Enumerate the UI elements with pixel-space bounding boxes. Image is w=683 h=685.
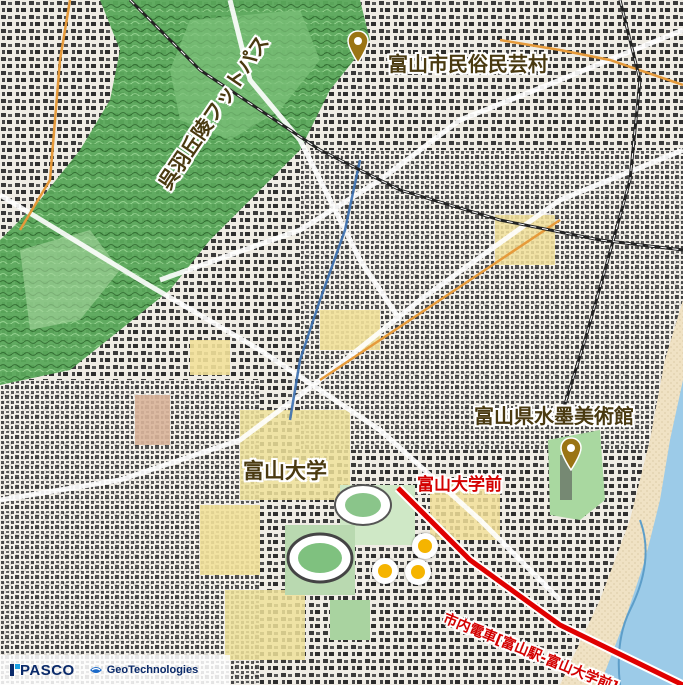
spot-marker-icon[interactable] xyxy=(412,533,438,559)
label-station[interactable]: 富山大学前 xyxy=(417,475,502,495)
pasco-text: PASCO xyxy=(20,661,75,679)
label-folk-village[interactable]: 富山市民俗民芸村 xyxy=(388,52,548,76)
geotechnologies-logo: GeoTechnologies xyxy=(89,664,198,676)
geotechnologies-logo-icon xyxy=(89,667,102,673)
label-museum[interactable]: 富山県水墨美術館 xyxy=(474,404,634,428)
spot-marker-icon[interactable] xyxy=(405,559,431,585)
map-pin-icon[interactable] xyxy=(560,437,582,471)
pasco-logo-icon xyxy=(10,663,20,676)
label-university[interactable]: 富山大学 xyxy=(243,459,327,483)
map-pin-icon[interactable] xyxy=(347,30,369,64)
pasco-logo: PASCO xyxy=(10,662,75,679)
map-attribution: PASCO GeoTechnologies xyxy=(0,655,230,685)
spot-marker-icon[interactable] xyxy=(372,558,398,584)
geotechnologies-text: GeoTechnologies xyxy=(106,664,199,676)
